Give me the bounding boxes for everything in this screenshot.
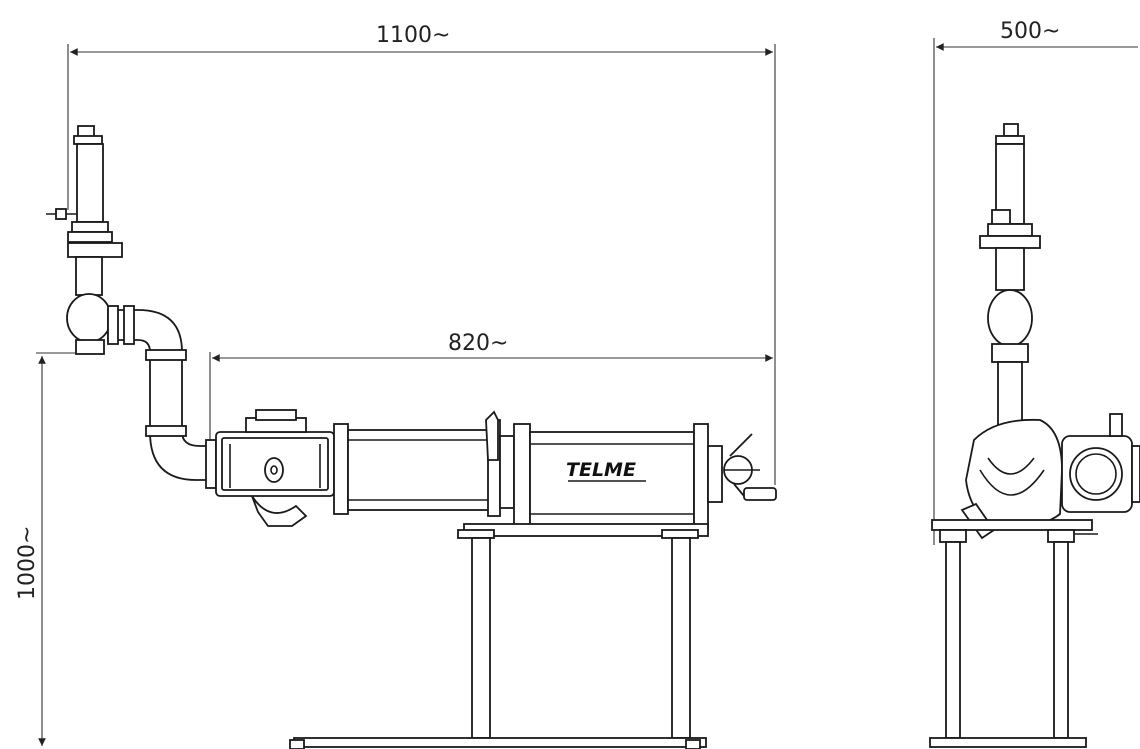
vertical-column — [46, 125, 123, 355]
stand-frame — [289, 523, 709, 749]
side-column — [979, 123, 1041, 463]
dimension-overall-length: 1100~ — [67, 23, 776, 485]
dimension-label-overall-length: 1100~ — [376, 23, 450, 48]
pump-head — [215, 409, 335, 527]
brand-logo: TELME — [566, 459, 636, 481]
dimension-frame-length: 820~ — [209, 331, 773, 440]
cylinder-body — [333, 410, 531, 529]
dimension-side-width: 500~ — [933, 19, 1138, 545]
side-view — [929, 123, 1140, 748]
dimension-height: 1000~ — [15, 352, 104, 746]
dimension-label-side-width: 500~ — [1000, 19, 1060, 44]
dimension-label-height: 1000~ — [15, 526, 40, 600]
front-view: TELME — [46, 125, 777, 749]
side-stand — [929, 519, 1098, 748]
motor-housing: TELME — [529, 423, 777, 529]
dimension-label-frame-length: 820~ — [448, 331, 508, 356]
elbow-pipe — [107, 305, 217, 489]
side-pump-head — [960, 413, 1140, 540]
